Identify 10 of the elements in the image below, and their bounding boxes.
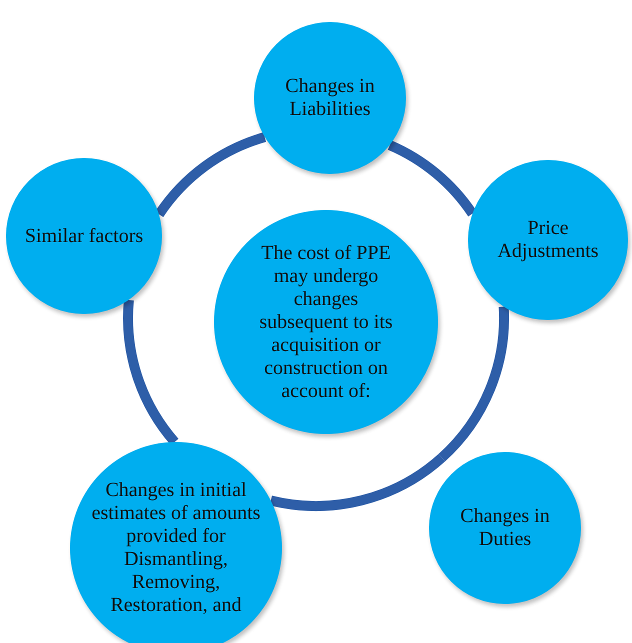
ring-connector: [270, 454, 445, 511]
ring-connector: [438, 306, 509, 462]
circle-node: Price Adjustments: [468, 160, 628, 320]
circle-node: Changes in Liabilities: [254, 22, 406, 174]
ring-connector: [388, 140, 476, 217]
ring-connector: [155, 132, 266, 218]
circle-node: Changes in Duties: [429, 452, 581, 604]
circle-node: The cost of PPE may undergo changes subsequent to its acquisition or construction on account of:: [214, 210, 438, 434]
circle-node: Similar factors: [6, 158, 162, 314]
circle-node: Changes in initial estimates of amounts provided for Dismantling, Removing, Restoration, and: [70, 442, 282, 643]
